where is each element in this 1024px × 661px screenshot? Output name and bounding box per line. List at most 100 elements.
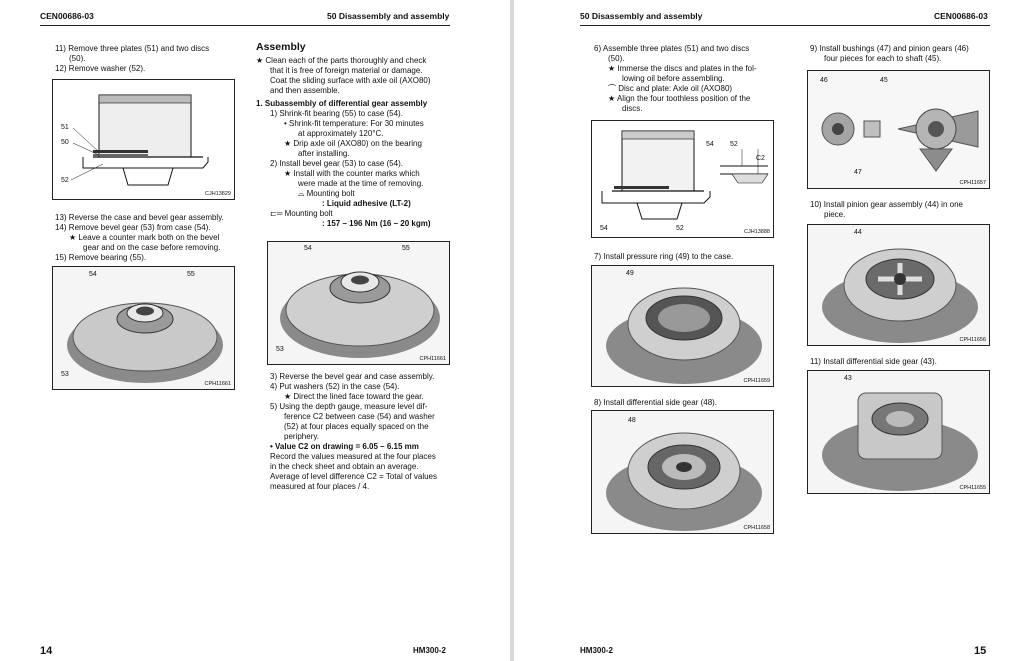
- figure-id: CJH13829: [205, 191, 231, 197]
- subsection-title: 1. Subassembly of differential gear asse…: [256, 99, 428, 108]
- adhesive-icon: ⌓: [298, 189, 305, 198]
- figure-id: CPH11659: [743, 378, 771, 384]
- step-line: after installing.: [298, 149, 350, 158]
- step-line: 3) Reverse the bevel gear and case assem…: [270, 372, 435, 381]
- callout-52: 52: [61, 177, 69, 184]
- callout-54: 54: [706, 141, 714, 148]
- callout-46: 46: [820, 77, 828, 84]
- step-line: 5) Using the depth gauge, measure level …: [270, 402, 428, 411]
- step-line: 9) Install bushings (47) and pinion gear…: [810, 44, 969, 53]
- gear-photo: [67, 302, 223, 383]
- right-col2-step11: 11) Install differential side gear (43).: [810, 357, 1010, 367]
- step-line: 12) Remove washer (52).: [55, 64, 146, 73]
- callout-52: 52: [730, 141, 738, 148]
- step-line: ★ Immerse the discs and plates in the fo…: [608, 64, 757, 73]
- figure-bevel-gear-install-photo: 54 55 53 CPH11661: [267, 241, 450, 365]
- step-line: ★ Drip axle oil (AXO80) on the bearing: [284, 139, 422, 148]
- oil-can-icon: ⌒: [608, 84, 616, 93]
- step-line: 4) Put washers (52) in the case (54).: [270, 382, 400, 391]
- header-code: CEN00686-03: [934, 11, 988, 21]
- figure-id: CJH13888: [744, 229, 770, 235]
- callout-44: 44: [854, 229, 862, 236]
- step-line: lowing oil before assembling.: [622, 74, 725, 83]
- figure-id: CPH11661: [204, 381, 232, 387]
- callout-53: 53: [276, 346, 284, 353]
- callout-54: 54: [304, 245, 312, 252]
- step-line: gear and on the case before removing.: [83, 243, 221, 252]
- case-photo: [822, 248, 978, 343]
- step-line: piece.: [824, 210, 846, 219]
- step-line: Average of level difference C2 = Total o…: [270, 472, 437, 481]
- figure-side-gear-photo: 48 CPH11658: [591, 410, 774, 534]
- step-line: 2) Install bevel gear (53) to case (54).: [270, 159, 403, 168]
- oil-spec: Disc and plate: Axle oil (AXO80): [618, 84, 733, 93]
- callout-c2: C2: [756, 155, 765, 162]
- step-line: periphery.: [284, 432, 319, 441]
- step-line: 11) Remove three plates (51) and two dis…: [55, 44, 210, 53]
- step-line: in the check sheet and obtain an average…: [270, 462, 419, 471]
- right-col1-steps-a: 6) Assemble three plates (51) and two di…: [594, 44, 794, 114]
- callout-51: 51: [61, 124, 69, 131]
- left-col2-top: Assembly ★ Clean each of the parts thoro…: [256, 42, 456, 229]
- header-code: CEN00686-03: [40, 11, 94, 21]
- step-line: four pieces for each to shaft (45).: [824, 54, 942, 63]
- figure-id: CPH11656: [959, 337, 987, 343]
- figure-c2-drawing: 54 52 C2 54 52 CJH13888: [591, 120, 774, 238]
- callout-55: 55: [402, 245, 410, 252]
- callout-48: 48: [628, 417, 636, 424]
- intro-line: Coat the sliding surface with axle oil (…: [270, 76, 431, 85]
- step-line: (50).: [69, 54, 86, 63]
- step-line: Record the values measured at the four p…: [270, 452, 436, 461]
- step-line: were made at the time of removing.: [298, 179, 424, 188]
- section-drawing: [601, 130, 769, 220]
- header-rule: [580, 25, 990, 26]
- bolt-label: Mounting bolt: [306, 189, 355, 198]
- callout-50: 50: [61, 139, 69, 146]
- torque-spec: : 157 – 196 Nm (16 – 20 kgm): [322, 219, 431, 228]
- callout-49: 49: [626, 270, 634, 277]
- step-line: ★ Leave a counter mark both on the bevel: [69, 233, 220, 242]
- callout-45: 45: [880, 77, 888, 84]
- step-line: ★ Install with the counter marks which: [284, 169, 420, 178]
- intro-line: and then assemble.: [270, 86, 340, 95]
- callout-54: 54: [600, 225, 608, 232]
- right-page: 50 Disassembly and assembly CEN00686-03 …: [514, 0, 1024, 661]
- step-line: discs.: [622, 104, 643, 113]
- step-line: 6) Assemble three plates (51) and two di…: [594, 44, 750, 53]
- callout-55: 55: [187, 271, 195, 278]
- step-line: 13) Reverse the case and bevel gear asse…: [55, 213, 224, 222]
- torque-wrench-icon: ⊏═: [270, 209, 283, 218]
- callout-54: 54: [89, 271, 97, 278]
- step-line: 14) Remove bevel gear (53) from case (54…: [55, 223, 211, 232]
- header-title: 50 Disassembly and assembly: [580, 11, 703, 21]
- step-line: ★ Align the four toothless position of t…: [608, 94, 751, 103]
- model-label: HM300-2: [580, 646, 613, 655]
- callout-52: 52: [676, 225, 684, 232]
- figure-pressure-ring-photo: 49 CPH11659: [591, 265, 774, 387]
- left-col2-steps-b: 3) Reverse the bevel gear and case assem…: [270, 372, 460, 492]
- case-photo: [822, 392, 978, 491]
- left-col1-steps-b: 13) Reverse the case and bevel gear asse…: [55, 213, 245, 263]
- step-line: 1) Shrink-fit bearing (55) to case (54).: [270, 109, 403, 118]
- header-title: 50 Disassembly and assembly: [327, 11, 450, 21]
- step-line: 10) Install pinion gear assembly (44) in…: [810, 200, 963, 209]
- figure-side-gear-43-photo: 43 CPH11655: [807, 370, 990, 494]
- figure-id: CPH11655: [959, 485, 987, 491]
- header-rule: [40, 25, 450, 26]
- step-line: at approximately 120°C.: [298, 129, 384, 138]
- figure-id: CPH11661: [419, 356, 447, 362]
- right-col2-step10: 10) Install pinion gear assembly (44) in…: [810, 200, 1010, 220]
- page-number: 14: [40, 645, 53, 657]
- gear-photo: [280, 271, 440, 358]
- callout-53: 53: [61, 371, 69, 378]
- figure-bevel-gear-photo: 54 55 53 CPH11661: [52, 266, 235, 390]
- right-col1-step8: 8) Install differential side gear (48).: [594, 398, 794, 408]
- figure-id: CPH11657: [959, 180, 987, 186]
- left-page: CEN00686-03 50 Disassembly and assembly …: [0, 0, 510, 661]
- figure-pinion-gears-photo: 46 45 47 CPH11657: [807, 70, 990, 189]
- right-col1-step7: 7) Install pressure ring (49) to the cas…: [594, 252, 794, 262]
- model-label: HM300-2: [413, 646, 446, 655]
- step-line: • Shrink-fit temperature: For 30 minutes: [284, 119, 424, 128]
- intro-line: that it is free of foreign material or d…: [270, 66, 423, 75]
- left-col1-steps-a: 11) Remove three plates (51) and two dis…: [55, 44, 245, 74]
